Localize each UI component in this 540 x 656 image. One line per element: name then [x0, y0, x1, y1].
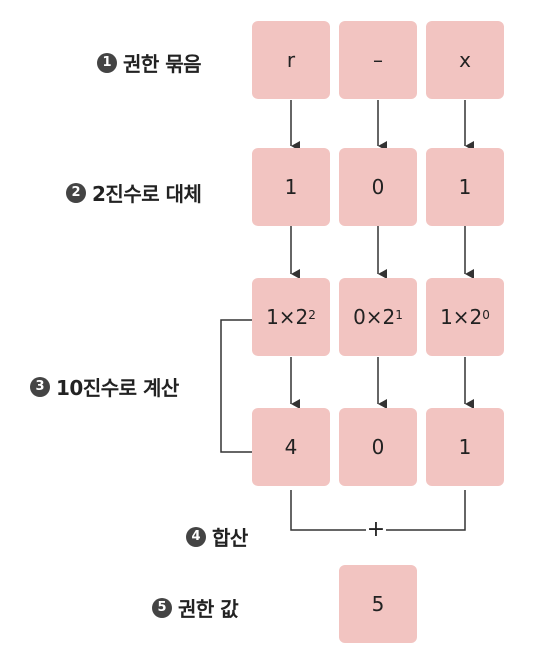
binary-box-col1: 1 — [252, 148, 330, 226]
decimal-box-col1: 4 — [252, 408, 330, 486]
badge-3: 3 — [30, 376, 50, 397]
binary-box-col2: 0 — [339, 148, 417, 226]
badge-4: 4 — [186, 526, 206, 547]
calc-base-col2: 0×2 — [353, 305, 396, 329]
label-step5: 5 권한 값 — [152, 593, 239, 622]
perm-box-col3: x — [426, 21, 504, 99]
calc-base-col3: 1×2 — [440, 305, 483, 329]
plus-sign: + — [366, 515, 386, 545]
decimal-box-col2: 0 — [339, 408, 417, 486]
calc-exp-col1: 2 — [308, 308, 316, 322]
calc-exp-col3: 0 — [482, 308, 490, 322]
label-step3-text: 10진수로 계산 — [56, 376, 179, 400]
label-step4: 4 합산 — [186, 522, 248, 551]
result-box: 5 — [339, 565, 417, 643]
label-step1: 1 권한 묶음 — [97, 48, 202, 77]
badge-2: 2 — [66, 182, 86, 203]
label-step4-text: 합산 — [212, 526, 248, 550]
calc-base-col1: 1×2 — [266, 305, 309, 329]
label-step2: 2 2진수로 대체 — [66, 178, 202, 207]
perm-box-col1: r — [252, 21, 330, 99]
decimal-box-col3: 1 — [426, 408, 504, 486]
step3-bracket — [220, 319, 252, 453]
label-step1-text: 권한 묶음 — [123, 52, 202, 76]
calc-exp-col2: 1 — [395, 308, 403, 322]
badge-5: 5 — [152, 597, 172, 618]
label-step5-text: 권한 값 — [178, 597, 239, 621]
perm-box-col2: – — [339, 21, 417, 99]
binary-box-col3: 1 — [426, 148, 504, 226]
badge-1: 1 — [97, 52, 117, 73]
label-step2-text: 2진수로 대체 — [92, 182, 202, 206]
label-step3: 3 10진수로 계산 — [30, 372, 179, 401]
